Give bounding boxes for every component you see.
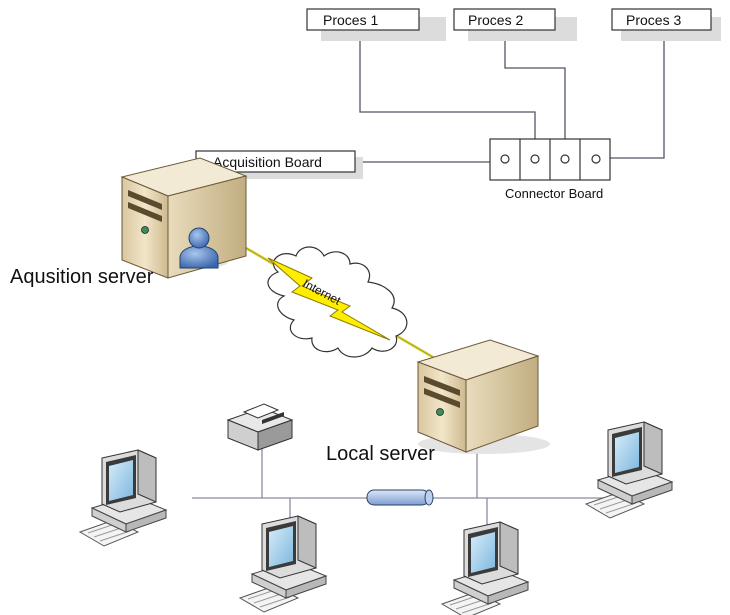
process-box-2: Proces 2 <box>453 8 577 41</box>
process-label-3: Proces 3 <box>626 12 681 28</box>
printer-icon <box>226 403 294 451</box>
workstation-icon <box>585 421 673 519</box>
acquisition-board-label: Acquisition Board <box>213 154 322 170</box>
connector-board: Connector Board <box>489 138 611 201</box>
process-label-1: Proces 1 <box>323 12 378 28</box>
acquisition-board: Acquisition Board <box>195 150 363 179</box>
connector-board-label: Connector Board <box>505 186 603 201</box>
workstation-icon <box>79 449 167 547</box>
process-wiring <box>355 30 665 163</box>
connector-port-3 <box>560 154 570 164</box>
lightning-icon <box>267 257 391 341</box>
connector-port-4 <box>591 154 601 164</box>
user-icon <box>179 227 219 269</box>
process-box-1: Proces 1 <box>306 8 446 41</box>
process-label-2: Proces 2 <box>468 12 523 28</box>
hub-icon <box>366 489 434 506</box>
connector-port-1 <box>500 154 510 164</box>
connector-port-2 <box>530 154 540 164</box>
acquisition-server-label: Aqusition server <box>10 266 154 288</box>
workstation-icon <box>441 521 529 615</box>
process-box-3: Proces 3 <box>611 8 721 41</box>
local-server-icon <box>416 339 550 454</box>
workstation-icon <box>239 515 327 613</box>
local-server-label: Local server <box>326 443 435 465</box>
